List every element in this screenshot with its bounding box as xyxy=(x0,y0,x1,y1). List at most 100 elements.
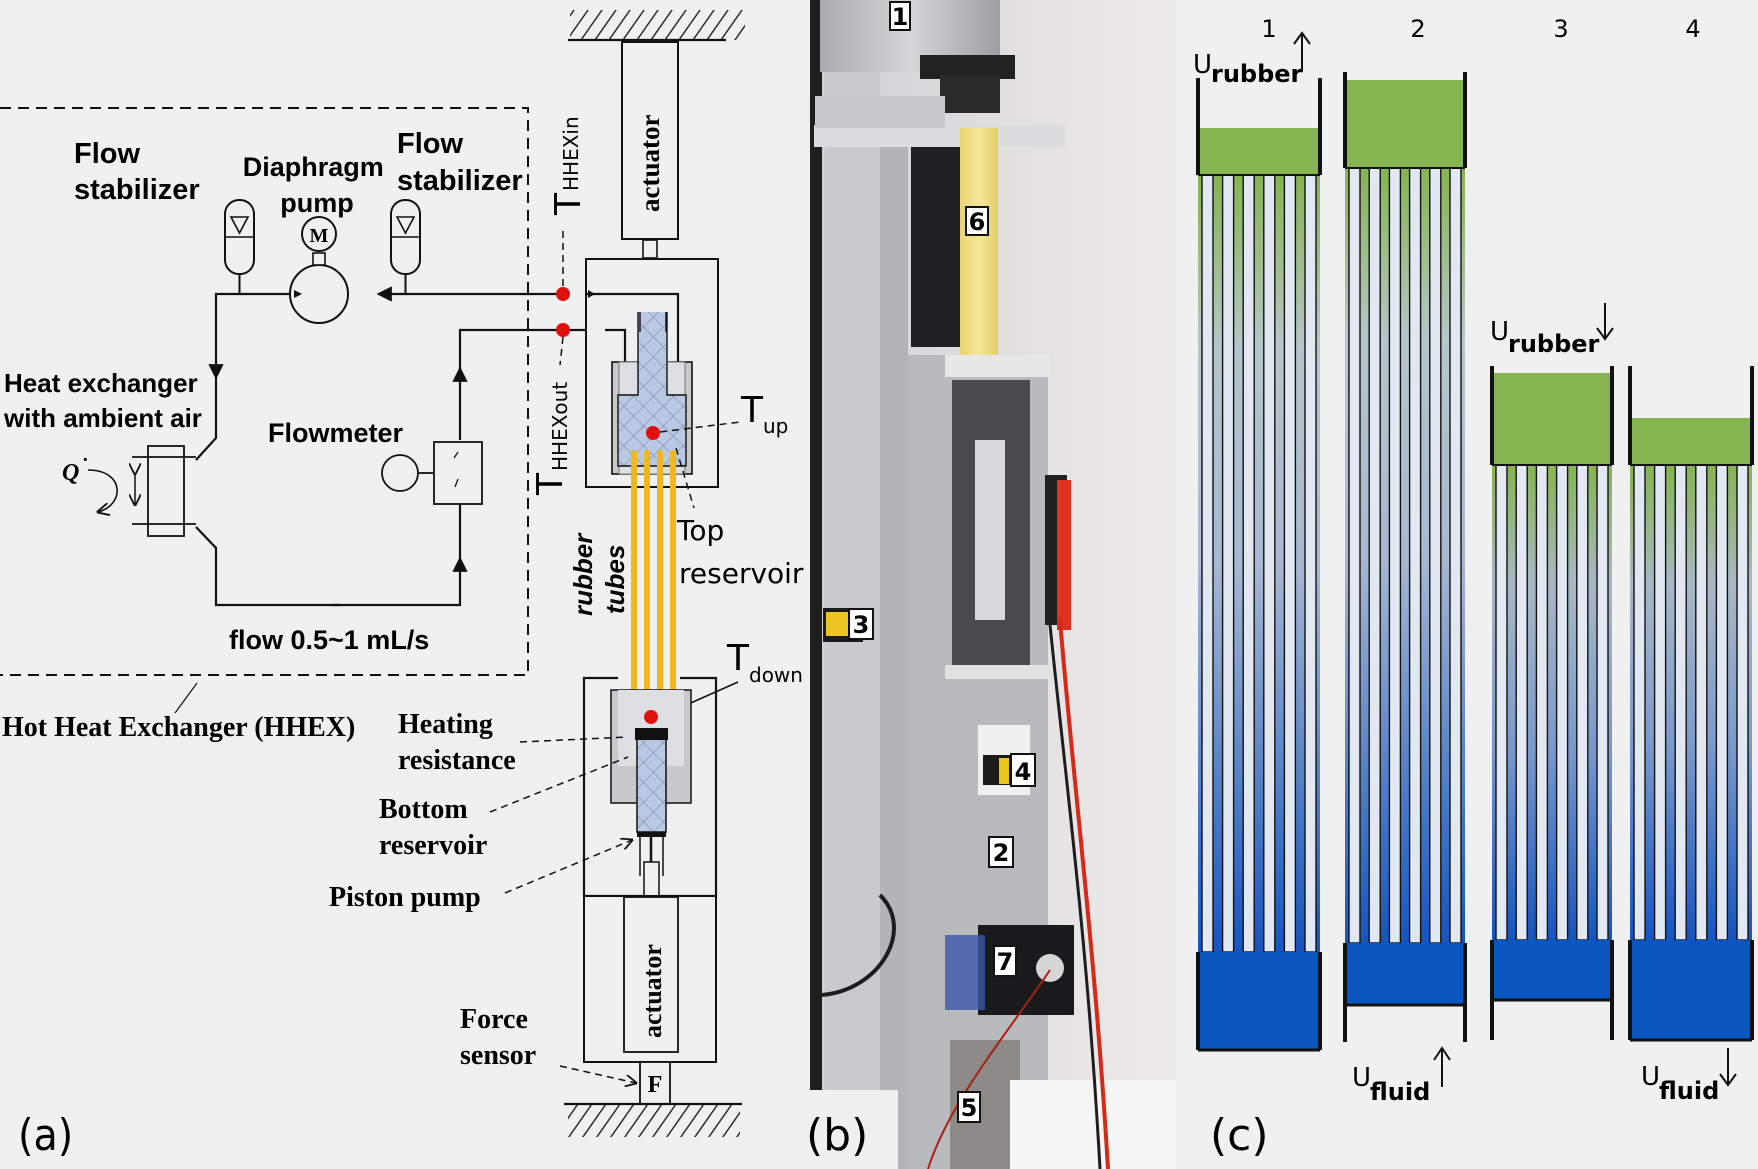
panel-a-schematic: M Q · Flow stabilizer Diaph xyxy=(0,10,804,1161)
stage-3-tube xyxy=(1555,464,1569,941)
svg-text:T: T xyxy=(726,638,750,679)
stage-4-tube-fluid xyxy=(1630,465,1752,940)
u-rubber-up-arrow-icon xyxy=(1293,31,1311,72)
top-reservoir-label: Top reservoir xyxy=(676,514,804,590)
svg-text:U: U xyxy=(1490,317,1509,347)
svg-text:U: U xyxy=(1193,50,1212,80)
flow-stabilizer-left-icon xyxy=(224,199,255,294)
stage-4-tube xyxy=(1715,464,1729,941)
marker-7: 7 xyxy=(993,945,1017,977)
flow-rate-label: flow 0.5~1 mL/s xyxy=(229,625,429,655)
hhex-leader xyxy=(174,682,198,714)
heat-exchanger-label: Heat exchanger with ambient air xyxy=(3,368,205,433)
marker-4: 4 xyxy=(1010,753,1036,787)
heating-resistance-leader xyxy=(519,736,629,743)
flow-stabilizer-left-label: Flow stabilizer xyxy=(74,138,200,206)
u-fluid-down-label: U fluid xyxy=(1641,1048,1737,1105)
u-rubber-down-arrow-icon xyxy=(1596,303,1614,341)
svg-text:tubes: tubes xyxy=(600,545,630,614)
piston-pump-label: Piston pump xyxy=(329,882,481,913)
bottom-reservoir-leader xyxy=(489,756,629,813)
stage-3-tube xyxy=(1515,464,1528,941)
u-fluid-up-label: U fluid xyxy=(1352,1046,1451,1106)
stage-3-tube-fluid xyxy=(1492,465,1612,940)
svg-text:4: 4 xyxy=(1015,758,1032,786)
stage-3-tube xyxy=(1596,464,1609,941)
stage-2-tube-fluid xyxy=(1345,168,1465,943)
svg-text:T: T xyxy=(548,192,589,216)
stage-1-fluid-reservoir xyxy=(1198,952,1320,1050)
panel-a-label: (a) xyxy=(18,1110,73,1161)
stage-3-tube xyxy=(1495,464,1508,941)
hhex-label: Hot Heat Exchanger (HHEX) xyxy=(2,712,355,743)
diaphragm-pump-icon: M xyxy=(289,216,349,324)
panel-c-sequence: 1 2 3 4 U rubber U rubber U fluid U flui… xyxy=(1193,15,1754,1161)
heating-resistance-label: Heating resistance xyxy=(398,709,516,776)
stage-4-fluid-reservoir xyxy=(1630,940,1752,1040)
top-housing-inlet xyxy=(605,328,627,362)
svg-text:U: U xyxy=(1641,1062,1660,1092)
svg-text:fluid: fluid xyxy=(1659,1077,1719,1105)
stage-2-tube xyxy=(1408,167,1422,944)
u-fluid-up-arrow-icon xyxy=(1433,1046,1451,1087)
loop-line-bottom xyxy=(332,556,468,607)
t-down-label: T down xyxy=(726,638,803,687)
stage-2-tube xyxy=(1388,167,1402,944)
heat-flow-symbol: Q xyxy=(62,460,79,486)
pump-motor-symbol: M xyxy=(310,225,329,247)
t-hhex-in-sensor-dot xyxy=(556,287,570,301)
bottom-actuator-box xyxy=(623,896,679,1053)
stage-3-tube xyxy=(1535,464,1549,941)
heat-flow-dot: · xyxy=(82,449,89,471)
svg-text:U: U xyxy=(1352,1063,1371,1093)
svg-text:up: up xyxy=(763,414,788,438)
force-sensor-box xyxy=(639,1061,671,1105)
u-rubber-up-label: U rubber xyxy=(1193,31,1311,88)
t-hhex-out-label: T HHEXout xyxy=(530,382,572,496)
t-hhex-out-leader xyxy=(559,336,564,366)
stage-2-tube xyxy=(1429,167,1442,944)
marker-6: 6 xyxy=(965,206,989,236)
panel-c-label: (c) xyxy=(1210,1110,1269,1161)
svg-text:rubber: rubber xyxy=(1211,60,1303,88)
stage-number-2: 2 xyxy=(1410,15,1425,43)
stage-4-tube xyxy=(1653,464,1667,941)
svg-text:3: 3 xyxy=(853,611,870,639)
stage-4-tube xyxy=(1736,464,1749,941)
t-up-sensor-dot xyxy=(646,426,660,440)
rubber-tubes-label: rubber tubes xyxy=(568,532,630,616)
stage-2-tube xyxy=(1449,167,1462,944)
t-hhex-out-sensor-dot xyxy=(556,323,570,337)
stage-2-tube xyxy=(1348,167,1361,944)
panel-b-label: (b) xyxy=(806,1110,868,1161)
svg-text:5: 5 xyxy=(961,1094,978,1122)
stage-3-rubber-reservoir xyxy=(1492,373,1612,465)
ground-hatch-bottom xyxy=(568,1105,740,1137)
stage-columns xyxy=(1196,72,1754,1052)
rubber-tube-bundle xyxy=(960,128,998,358)
flowmeter-icon xyxy=(381,441,483,505)
stage-1-tube xyxy=(1304,174,1317,953)
stage-number-1: 1 xyxy=(1261,15,1276,43)
marker-2: 2 xyxy=(988,836,1014,868)
rubber-tubes xyxy=(631,450,676,695)
loop-line-left-mid xyxy=(195,378,218,461)
u-rubber-down-label: U rubber xyxy=(1490,303,1614,358)
svg-text:HHEXout: HHEXout xyxy=(548,382,572,471)
marker-3: 3 xyxy=(848,608,874,640)
stage-4-tube xyxy=(1633,464,1646,941)
piston-pump-leader xyxy=(504,840,632,894)
stage-4-tube xyxy=(1674,464,1687,941)
marker-5: 5 xyxy=(957,1091,981,1123)
stage-1-tube xyxy=(1221,174,1235,953)
svg-text:T: T xyxy=(740,390,764,431)
heat-exchanger-icon xyxy=(87,445,196,537)
diaphragm-pump-label: Diaphragm pump xyxy=(243,152,392,218)
svg-text:1: 1 xyxy=(892,3,909,31)
t-hhex-in-label: T HHEXin xyxy=(548,116,589,216)
stage-2-tube xyxy=(1368,167,1381,944)
ground-hatch-top xyxy=(570,10,745,40)
marker-1: 1 xyxy=(889,1,911,31)
t-up-label: T up xyxy=(740,390,788,438)
